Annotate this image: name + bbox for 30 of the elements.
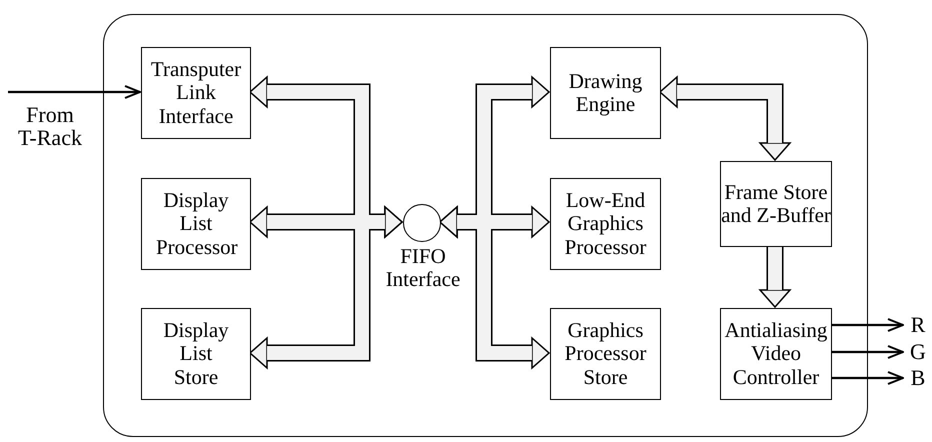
block-label: Display List Processor <box>156 189 236 259</box>
block-box <box>141 308 251 400</box>
edge-label: From T-Rack <box>17 103 83 150</box>
bus-arrow <box>659 76 791 161</box>
block-caption: FIFO Interface <box>384 245 462 292</box>
signal-name: R <box>905 312 931 338</box>
signal-name: B <box>905 365 931 391</box>
signal-arrow <box>831 345 904 359</box>
bus-arrow <box>249 206 403 369</box>
block-box <box>141 47 251 139</box>
block-label: Antialiasing Video Controller <box>724 319 828 389</box>
block-label: Display List Store <box>162 319 230 389</box>
block-box <box>550 178 661 270</box>
block-box <box>550 308 661 400</box>
signal-arrow <box>831 371 904 385</box>
block-box <box>720 161 832 247</box>
block-box <box>141 178 251 270</box>
block-label: Transputer Link Interface <box>150 58 242 128</box>
block-box <box>720 308 832 400</box>
block-label: Frame Store and Z-Buffer <box>721 180 831 228</box>
block-label: Low-End Graphics Processor <box>564 189 648 259</box>
block-label: Drawing Engine <box>568 70 644 116</box>
board-outline <box>103 14 868 437</box>
bus-arrow <box>759 246 791 308</box>
signal-arrow <box>8 85 141 99</box>
block-label: Graphics Processor Store <box>564 319 648 389</box>
signal-arrow <box>831 318 904 332</box>
signal-name: G <box>905 339 931 365</box>
bus-arrow <box>439 206 550 369</box>
block-box <box>550 47 661 139</box>
